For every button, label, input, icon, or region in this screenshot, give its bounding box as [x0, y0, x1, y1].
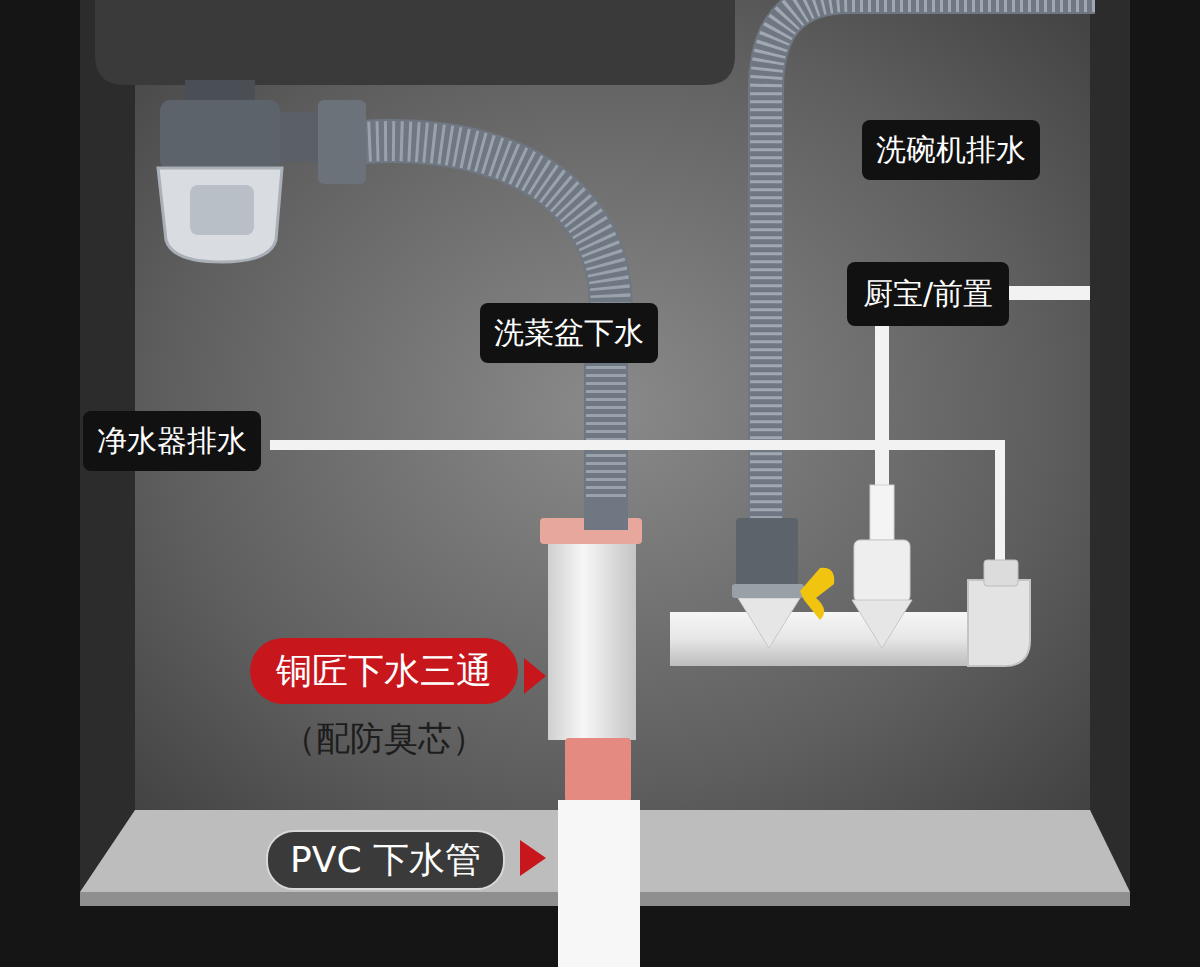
manifold-pipe [670, 612, 1010, 666]
pipe-callout: PVC 下水管 [266, 830, 505, 890]
heater-tee [852, 600, 912, 648]
purifier-fitting [984, 560, 1018, 586]
hose-clamp [732, 584, 804, 598]
heater-fitting [870, 485, 894, 540]
trap-body [548, 540, 636, 740]
strainer-neck [185, 80, 255, 102]
note-text: （配防臭芯） [250, 716, 518, 760]
cabinet-right-wall [1090, 0, 1130, 905]
trap-bottom-ring [565, 738, 631, 802]
strainer-cup [158, 168, 282, 262]
label-text: PVC 下水管 [266, 830, 505, 890]
callout-tag: 净水器排水 [83, 411, 261, 471]
label-text: 洗碗机排水 [862, 120, 1040, 180]
hose-end [584, 500, 628, 530]
manifold-elbow [968, 580, 1030, 666]
pointer-arrow [524, 658, 546, 694]
product-callout: 铜匠下水三通 （配防臭芯） [250, 638, 518, 760]
strainer-core [190, 185, 254, 235]
strainer-nut [318, 100, 366, 184]
purifier-drain-pipe [270, 440, 1000, 450]
purifier-drain-pipe-down [995, 440, 1005, 570]
callout-tag: 厨宝/前置 [847, 262, 1009, 326]
pointer-arrow [520, 840, 546, 876]
label-text: 净水器排水 [83, 411, 261, 471]
callout-tag: 洗菜盆下水 [480, 303, 658, 363]
clamp-wing [800, 568, 834, 620]
sink-basin [95, 0, 735, 85]
cabinet-back-wall [80, 0, 1130, 905]
dishwasher-sleeve [736, 518, 798, 588]
dishwasher-tee [738, 598, 800, 648]
callout-tag: 洗碗机排水 [862, 120, 1040, 180]
label-text: 洗菜盆下水 [480, 303, 658, 363]
label-text: 铜匠下水三通 [250, 638, 518, 704]
label-text: 厨宝/前置 [847, 262, 1009, 326]
strainer-body [160, 100, 280, 170]
heater-collar [854, 540, 910, 602]
pvc-pipe [558, 800, 640, 967]
